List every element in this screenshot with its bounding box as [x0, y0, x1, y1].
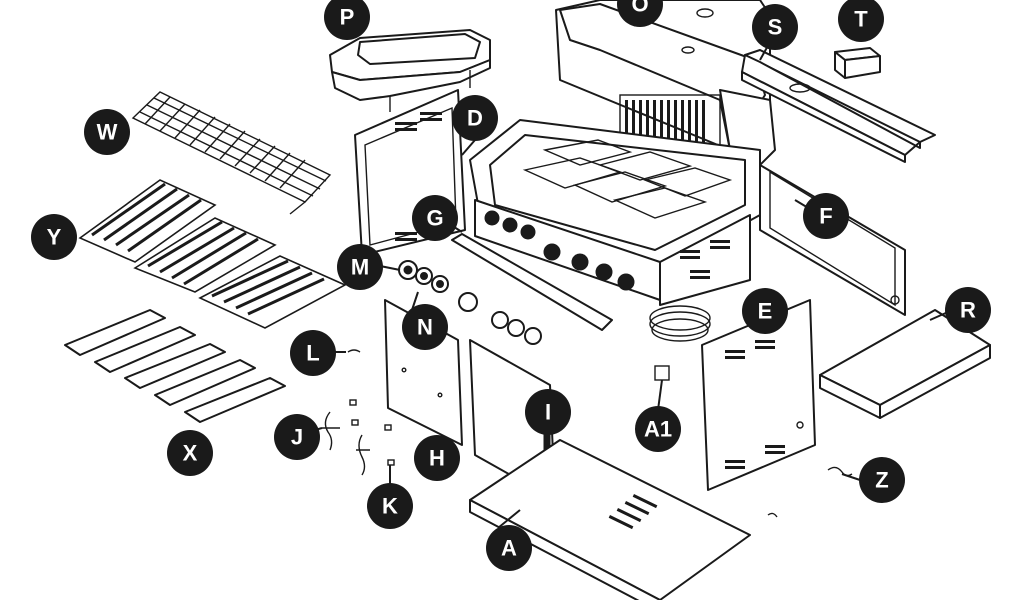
callout-A: A	[486, 525, 532, 571]
svg-text:X: X	[183, 441, 198, 466]
part-control-knobs	[398, 260, 542, 345]
callout-W: W	[84, 109, 130, 155]
part-side-shelf	[819, 309, 991, 419]
svg-text:S: S	[768, 15, 783, 40]
part-trim-bar	[451, 233, 613, 331]
svg-text:E: E	[758, 299, 773, 324]
callout-R: R	[945, 287, 991, 333]
part-warming-tray	[741, 49, 936, 163]
svg-text:R: R	[960, 298, 976, 323]
part-warming-rack	[131, 91, 332, 215]
callout-A1: A1	[635, 406, 681, 452]
callout-D: D	[452, 95, 498, 141]
callout-P: P	[324, 0, 370, 40]
callout-Z: Z	[859, 457, 905, 503]
svg-text:D: D	[467, 106, 483, 131]
callout-Y: Y	[31, 214, 77, 260]
part-flame-tamers	[64, 309, 286, 423]
callout-I: I	[525, 389, 571, 435]
part-firebox	[469, 119, 761, 342]
svg-text:A1: A1	[644, 417, 672, 442]
callout-L: L	[290, 330, 336, 376]
part-drip-cup	[834, 47, 881, 79]
svg-text:O: O	[631, 0, 648, 17]
callout-J: J	[274, 414, 320, 460]
part-side-lid	[329, 29, 491, 112]
callout-E: E	[742, 288, 788, 334]
svg-text:P: P	[340, 5, 355, 30]
part-right-panel	[759, 164, 906, 316]
callout-X: X	[167, 430, 213, 476]
callout-G: G	[412, 195, 458, 241]
svg-text:K: K	[382, 494, 398, 519]
svg-text:H: H	[429, 446, 445, 471]
callout-N: N	[402, 304, 448, 350]
callout-S: S	[752, 4, 798, 50]
callout-M: M	[337, 244, 383, 290]
svg-text:J: J	[291, 425, 303, 450]
svg-text:L: L	[306, 341, 319, 366]
svg-text:I: I	[545, 400, 551, 425]
svg-text:Z: Z	[875, 468, 888, 493]
part-base	[469, 439, 751, 600]
svg-text:A: A	[501, 536, 517, 561]
callout-O: O	[617, 0, 663, 27]
svg-text:Y: Y	[47, 225, 62, 250]
callout-T: T	[838, 0, 884, 42]
svg-text:G: G	[426, 206, 443, 231]
svg-text:T: T	[854, 7, 868, 32]
svg-text:M: M	[351, 255, 369, 280]
part-cooking-grates	[78, 179, 347, 329]
svg-text:N: N	[417, 315, 433, 340]
part-small-hardware	[322, 349, 853, 518]
svg-text:W: W	[97, 120, 118, 145]
callout-K: K	[367, 483, 413, 529]
callout-F: F	[803, 193, 849, 239]
svg-text:F: F	[819, 204, 832, 229]
callout-H: H	[414, 435, 460, 481]
